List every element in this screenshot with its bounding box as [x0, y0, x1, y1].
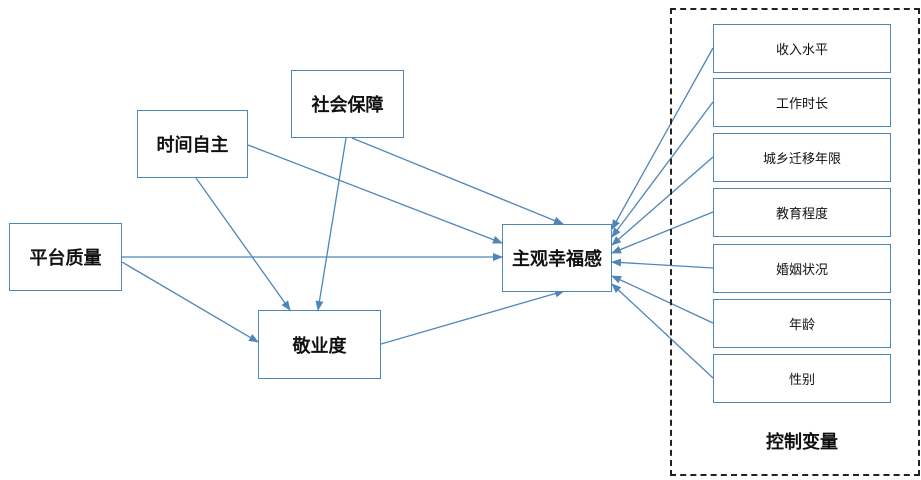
control-marital-status: 婚姻状况: [713, 244, 891, 293]
node-social-security: 社会保障: [291, 70, 404, 138]
control-income-level: 收入水平: [713, 24, 891, 73]
node-time-autonomy: 时间自主: [137, 110, 248, 178]
control-gender: 性别: [713, 354, 891, 403]
arrow-age-to-wellbeing: [611, 275, 714, 324]
arrow-engagement-to-wellbeing: [380, 289, 565, 345]
node-platform-quality: 平台质量: [9, 223, 122, 291]
node-subjective-wellbeing: 主观幸福感: [502, 224, 612, 292]
arrow-hours-to-wellbeing: [611, 101, 714, 238]
arrow-income-to-wellbeing: [611, 47, 714, 230]
arrow-marital-to-wellbeing: [611, 258, 714, 269]
control-education-level: 教育程度: [713, 188, 891, 237]
arrow-migration-to-wellbeing: [611, 156, 714, 246]
arrow-education-to-wellbeing: [611, 211, 714, 254]
arrow-time-to-engagement: [195, 177, 291, 311]
control-working-hours: 工作时长: [713, 78, 891, 127]
control-migration-years: 城乡迁移年限: [713, 133, 891, 182]
arrow-platform-to-engagement: [121, 261, 259, 343]
node-engagement: 敬业度: [258, 310, 381, 379]
control-variables-title: 控制变量: [766, 432, 838, 453]
arrow-time-to-wellbeing: [247, 144, 503, 244]
arrow-gender-to-wellbeing: [611, 283, 714, 379]
arrow-social-to-engagement: [315, 137, 347, 311]
control-age: 年龄: [713, 299, 891, 348]
arrow-social-to-wellbeing: [351, 137, 564, 225]
control-variables-region: [670, 8, 920, 476]
